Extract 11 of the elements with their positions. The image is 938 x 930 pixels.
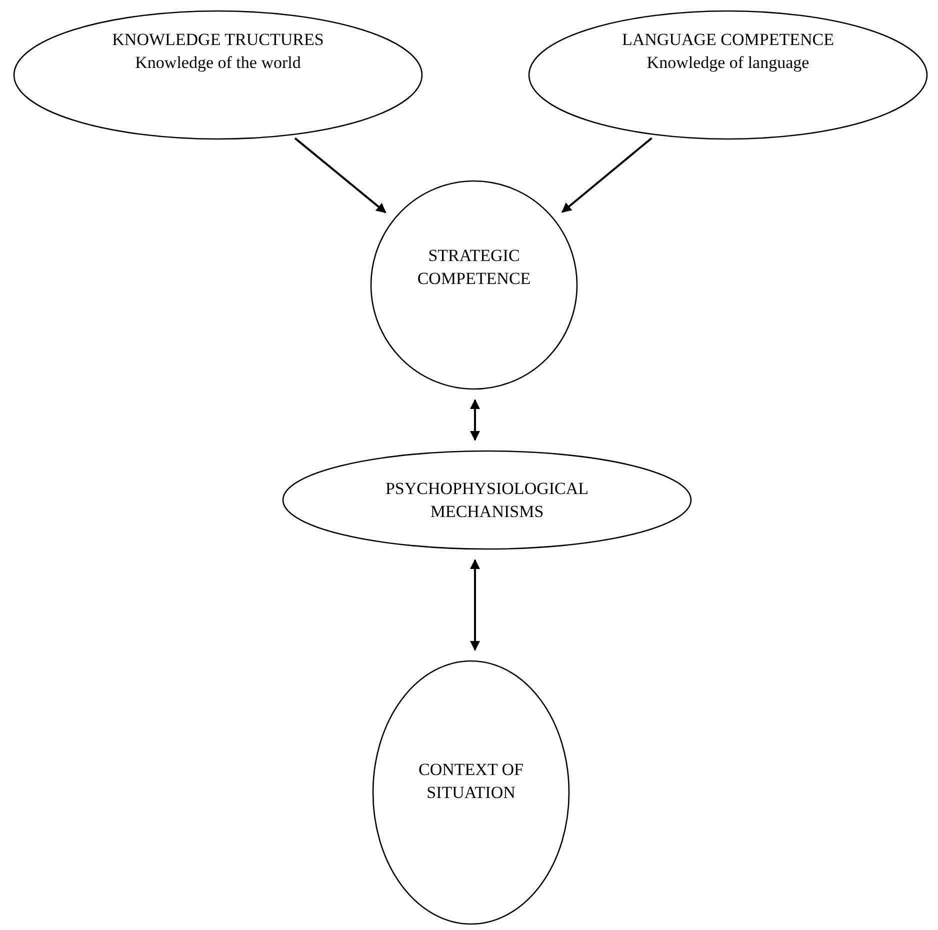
arrow — [294, 137, 386, 214]
arrow — [470, 399, 480, 441]
node-label: KNOWLEDGE TRUCTURES — [112, 29, 324, 51]
node-label: Knowledge of language — [646, 52, 810, 74]
node-label: PSYCHOPHYSIOLOGICAL MECHANISMS — [384, 478, 590, 523]
node-label: CONTEXT OF SITUATION — [418, 759, 524, 804]
arrow — [561, 137, 652, 213]
arrow — [470, 559, 480, 651]
node-label: Knowledge of the world — [135, 52, 301, 74]
node-label: LANGUAGE COMPETENCE — [622, 29, 834, 51]
node-label: STRATEGIC COMPETENCE — [416, 245, 532, 290]
